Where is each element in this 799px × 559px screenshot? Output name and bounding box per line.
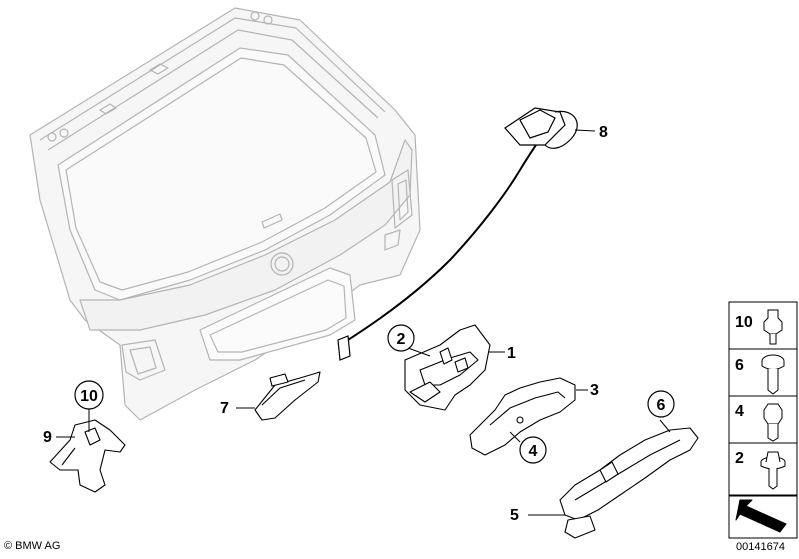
svg-text:2: 2 [397, 331, 406, 348]
part-3-cover [469, 377, 576, 456]
circled-callout-2: 2 [387, 324, 415, 352]
callout-7: 7 [220, 400, 229, 417]
fastener-legend: 10 6 4 2 [728, 301, 798, 496]
legend-row-2: 2 [735, 450, 786, 490]
part-1-lock [404, 324, 491, 411]
legend-row-6: 6 [735, 354, 785, 395]
circled-callout-10: 10 [74, 380, 104, 410]
circled-callout-4: 4 [519, 436, 547, 464]
leader-6 [659, 419, 671, 433]
part-7-switch [254, 371, 321, 421]
copyright-text: © BMW AG [4, 540, 61, 552]
callout-1: 1 [507, 345, 516, 362]
callout-9: 9 [43, 429, 52, 446]
circled-callout-6: 6 [647, 390, 675, 418]
leader-2 [407, 347, 431, 357]
part-9-bracket [49, 419, 126, 493]
tailgate-drawing [29, 7, 421, 421]
leader-4 [509, 431, 521, 443]
svg-text:4: 4 [529, 443, 538, 460]
stud-icon [763, 309, 783, 345]
callout-8: 8 [599, 124, 608, 141]
hex-screw-icon [763, 403, 783, 442]
part-5-drive [559, 427, 699, 539]
diagram-number: 00141674 [736, 541, 785, 553]
arrow-icon [735, 499, 787, 533]
part-8-cable [337, 107, 578, 361]
svg-text:6: 6 [735, 357, 744, 374]
callout-3: 3 [590, 382, 599, 399]
legend-row-10: 10 [735, 309, 783, 345]
svg-text:10: 10 [80, 388, 98, 405]
leader-8 [574, 129, 596, 132]
svg-text:4: 4 [735, 403, 744, 420]
svg-text:6: 6 [657, 397, 666, 414]
direction-arrow-box [728, 495, 798, 539]
callout-5: 5 [510, 507, 519, 524]
legend-row-4: 4 [735, 403, 783, 442]
svg-text:10: 10 [735, 314, 753, 331]
svg-text:2: 2 [735, 450, 744, 467]
flange-screw-icon [760, 451, 786, 490]
pan-head-screw-icon [761, 354, 785, 395]
